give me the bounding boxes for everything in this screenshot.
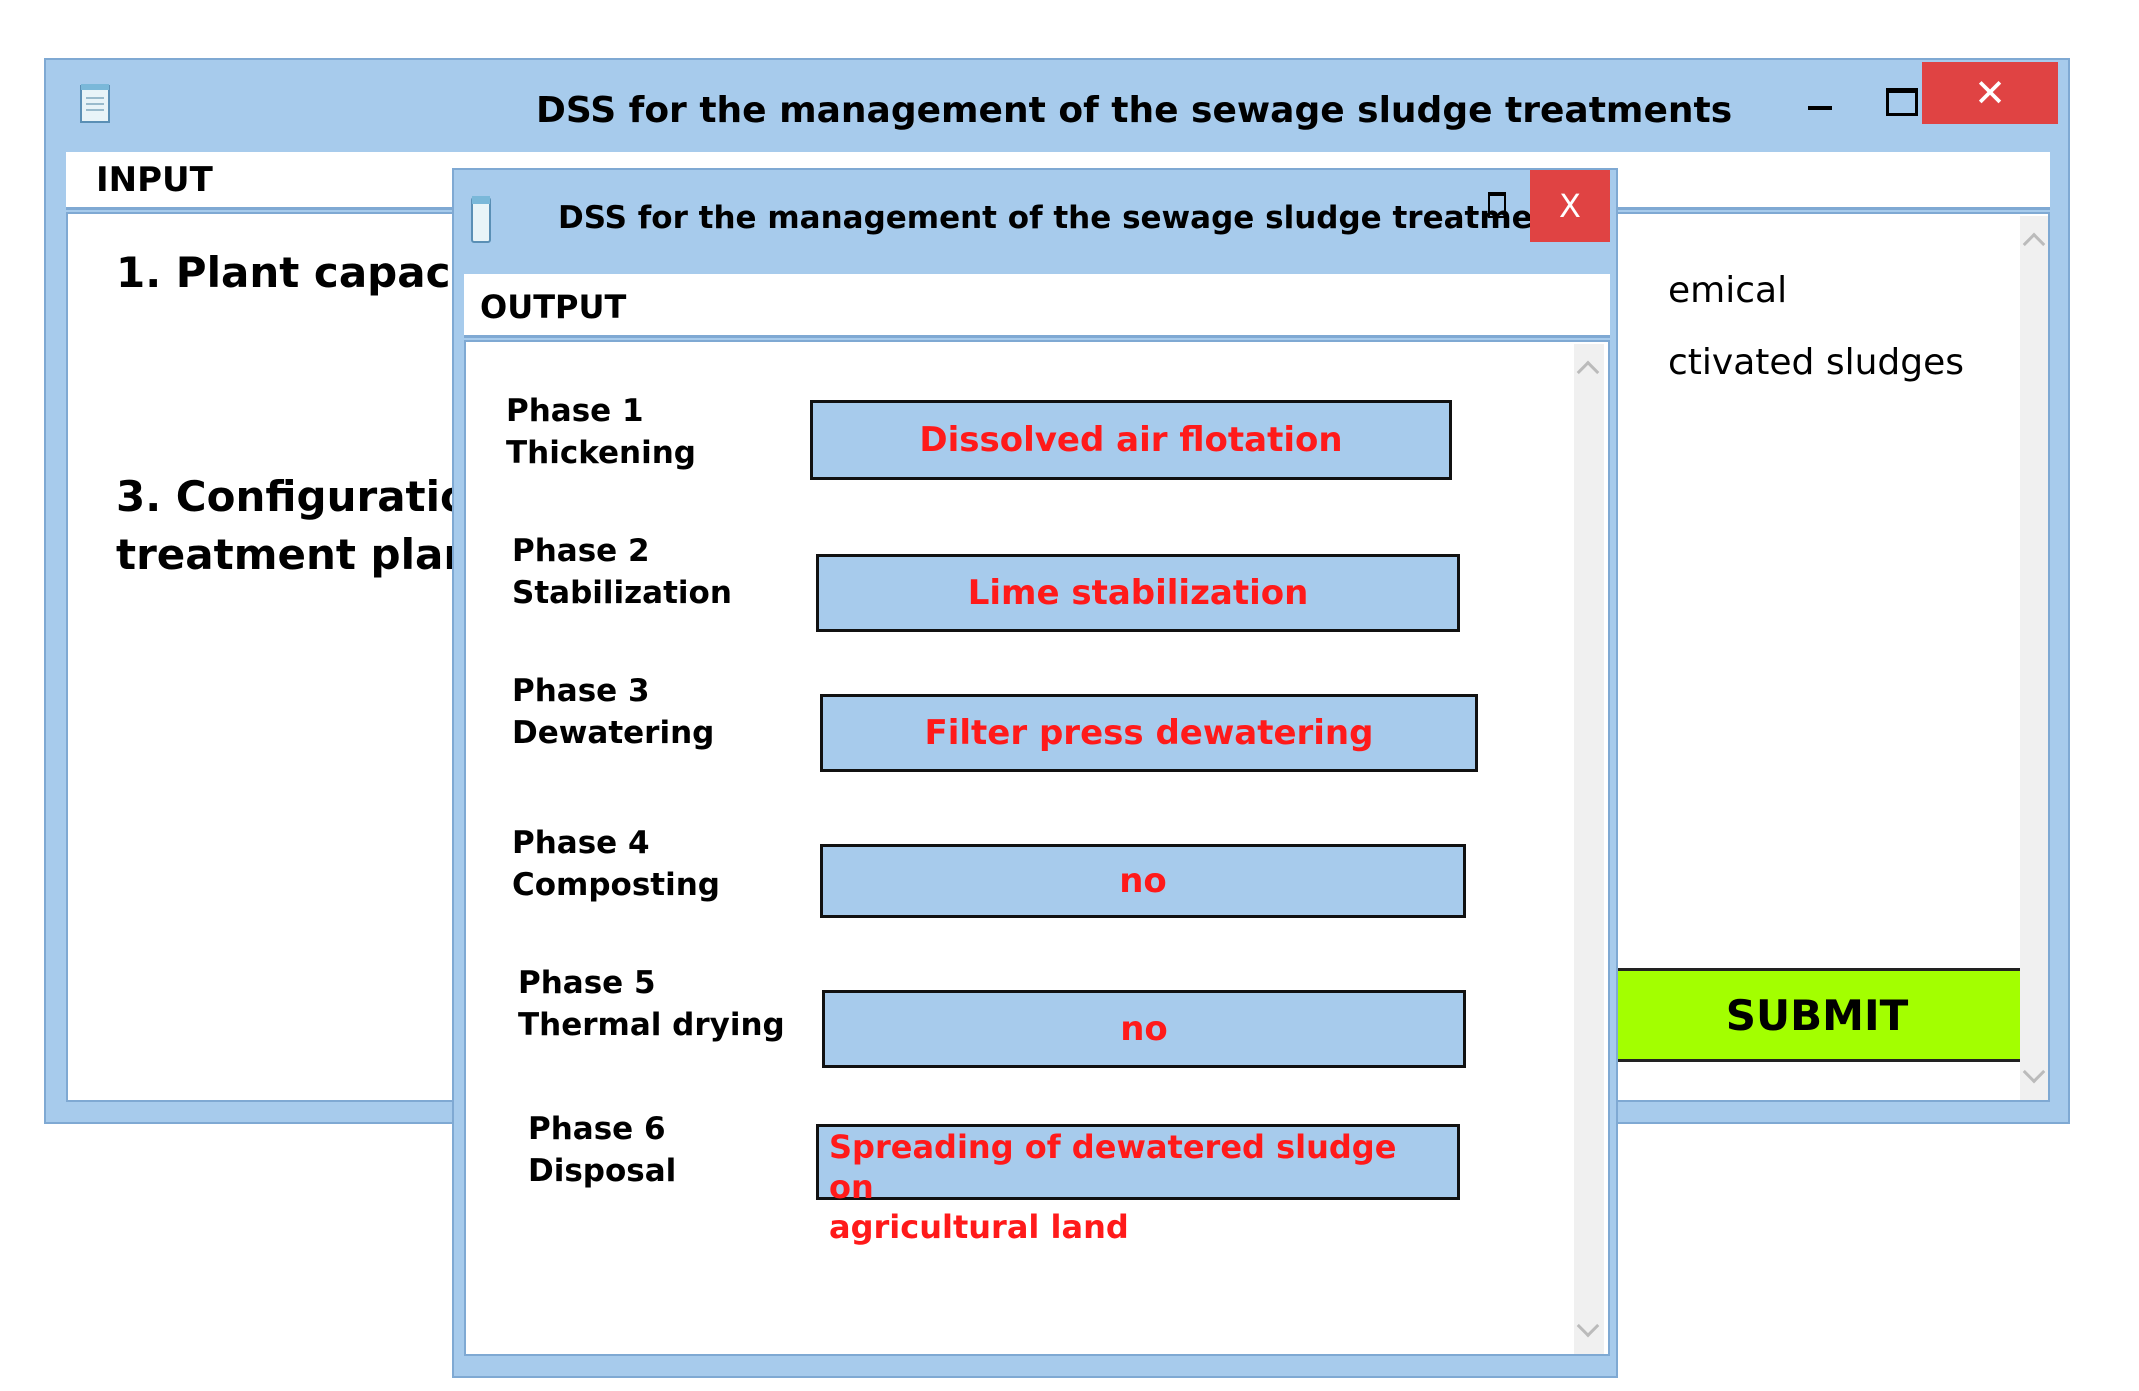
option-chemical[interactable]: emical — [1668, 270, 1788, 311]
phase-1-number: Phase 1 — [506, 393, 644, 429]
maximize-icon[interactable] — [1864, 70, 1934, 126]
phase-3-result: Filter press dewatering — [820, 694, 1478, 772]
scroll-down-icon[interactable] — [2022, 1060, 2046, 1084]
input-scrollbar[interactable] — [2020, 216, 2048, 1100]
phase-6-result-line1: Spreading of dewatered sludge on — [829, 1128, 1397, 1206]
phase-6-number: Phase 6 — [528, 1111, 666, 1147]
close-icon[interactable]: ✕ — [1922, 62, 2058, 124]
phase-1-label: Phase 1 Thickening — [506, 390, 696, 474]
phase-4-name: Composting — [512, 867, 720, 903]
phase-6-label: Phase 6 Disposal — [528, 1108, 676, 1192]
phase-1-name: Thickening — [506, 435, 696, 471]
phase-6-result-line2: agricultural land — [829, 1208, 1129, 1246]
phase-1-result: Dissolved air flotation — [810, 400, 1452, 480]
phase-5-name: Thermal drying — [518, 1007, 785, 1043]
output-scrollbar[interactable] — [1574, 344, 1604, 1354]
minimize-icon[interactable] — [1784, 70, 1854, 126]
phase-5-number: Phase 5 — [518, 965, 656, 1001]
scroll-up-icon[interactable] — [2022, 232, 2046, 256]
maximize-icon[interactable] — [1484, 188, 1508, 218]
phase-2-name: Stabilization — [512, 575, 732, 611]
phase-3-number: Phase 3 — [512, 673, 650, 709]
scroll-up-icon[interactable] — [1576, 360, 1600, 384]
phase-6-name: Disposal — [528, 1153, 677, 1189]
question-configuration-line1: 3. Configuration — [116, 472, 499, 521]
submit-button[interactable]: SUBMIT — [1608, 968, 2026, 1062]
phase-4-label: Phase 4 Composting — [512, 822, 720, 906]
output-menu-bar: OUTPUT — [464, 274, 1610, 338]
menu-input[interactable]: INPUT — [96, 160, 213, 200]
phase-4-number: Phase 4 — [512, 825, 650, 861]
phase-5-result: no — [822, 990, 1466, 1068]
phase-6-result: Spreading of dewatered sludge on agricul… — [816, 1124, 1460, 1246]
scroll-down-icon[interactable] — [1576, 1314, 1600, 1338]
phase-2-number: Phase 2 — [512, 533, 650, 569]
menu-output[interactable]: OUTPUT — [480, 288, 627, 326]
output-window: DSS for the management of the sewage slu… — [452, 168, 1618, 1378]
phase-2-label: Phase 2 Stabilization — [512, 530, 732, 614]
phase-4-result: no — [820, 844, 1466, 918]
phase-5-label: Phase 5 Thermal drying — [518, 962, 785, 1046]
question-plant-capacity: 1. Plant capacity — [116, 248, 513, 297]
notepad-icon — [470, 194, 492, 244]
question-configuration-line2: treatment plant — [116, 530, 494, 579]
phase-2-result: Lime stabilization — [816, 554, 1460, 632]
window-title: DSS for the management of the sewage slu… — [536, 90, 1733, 131]
question-configuration: 3. Configuration treatment plant — [116, 468, 499, 584]
notepad-icon — [78, 82, 114, 124]
phase-3-name: Dewatering — [512, 715, 715, 751]
option-activated-sludges[interactable]: ctivated sludges — [1668, 342, 1965, 383]
phase-3-label: Phase 3 Dewatering — [512, 670, 714, 754]
output-window-title: DSS for the management of the sewage slu… — [558, 200, 1612, 236]
output-content: Phase 1 Thickening Dissolved air flotati… — [464, 340, 1610, 1356]
close-icon[interactable]: X — [1530, 170, 1610, 242]
